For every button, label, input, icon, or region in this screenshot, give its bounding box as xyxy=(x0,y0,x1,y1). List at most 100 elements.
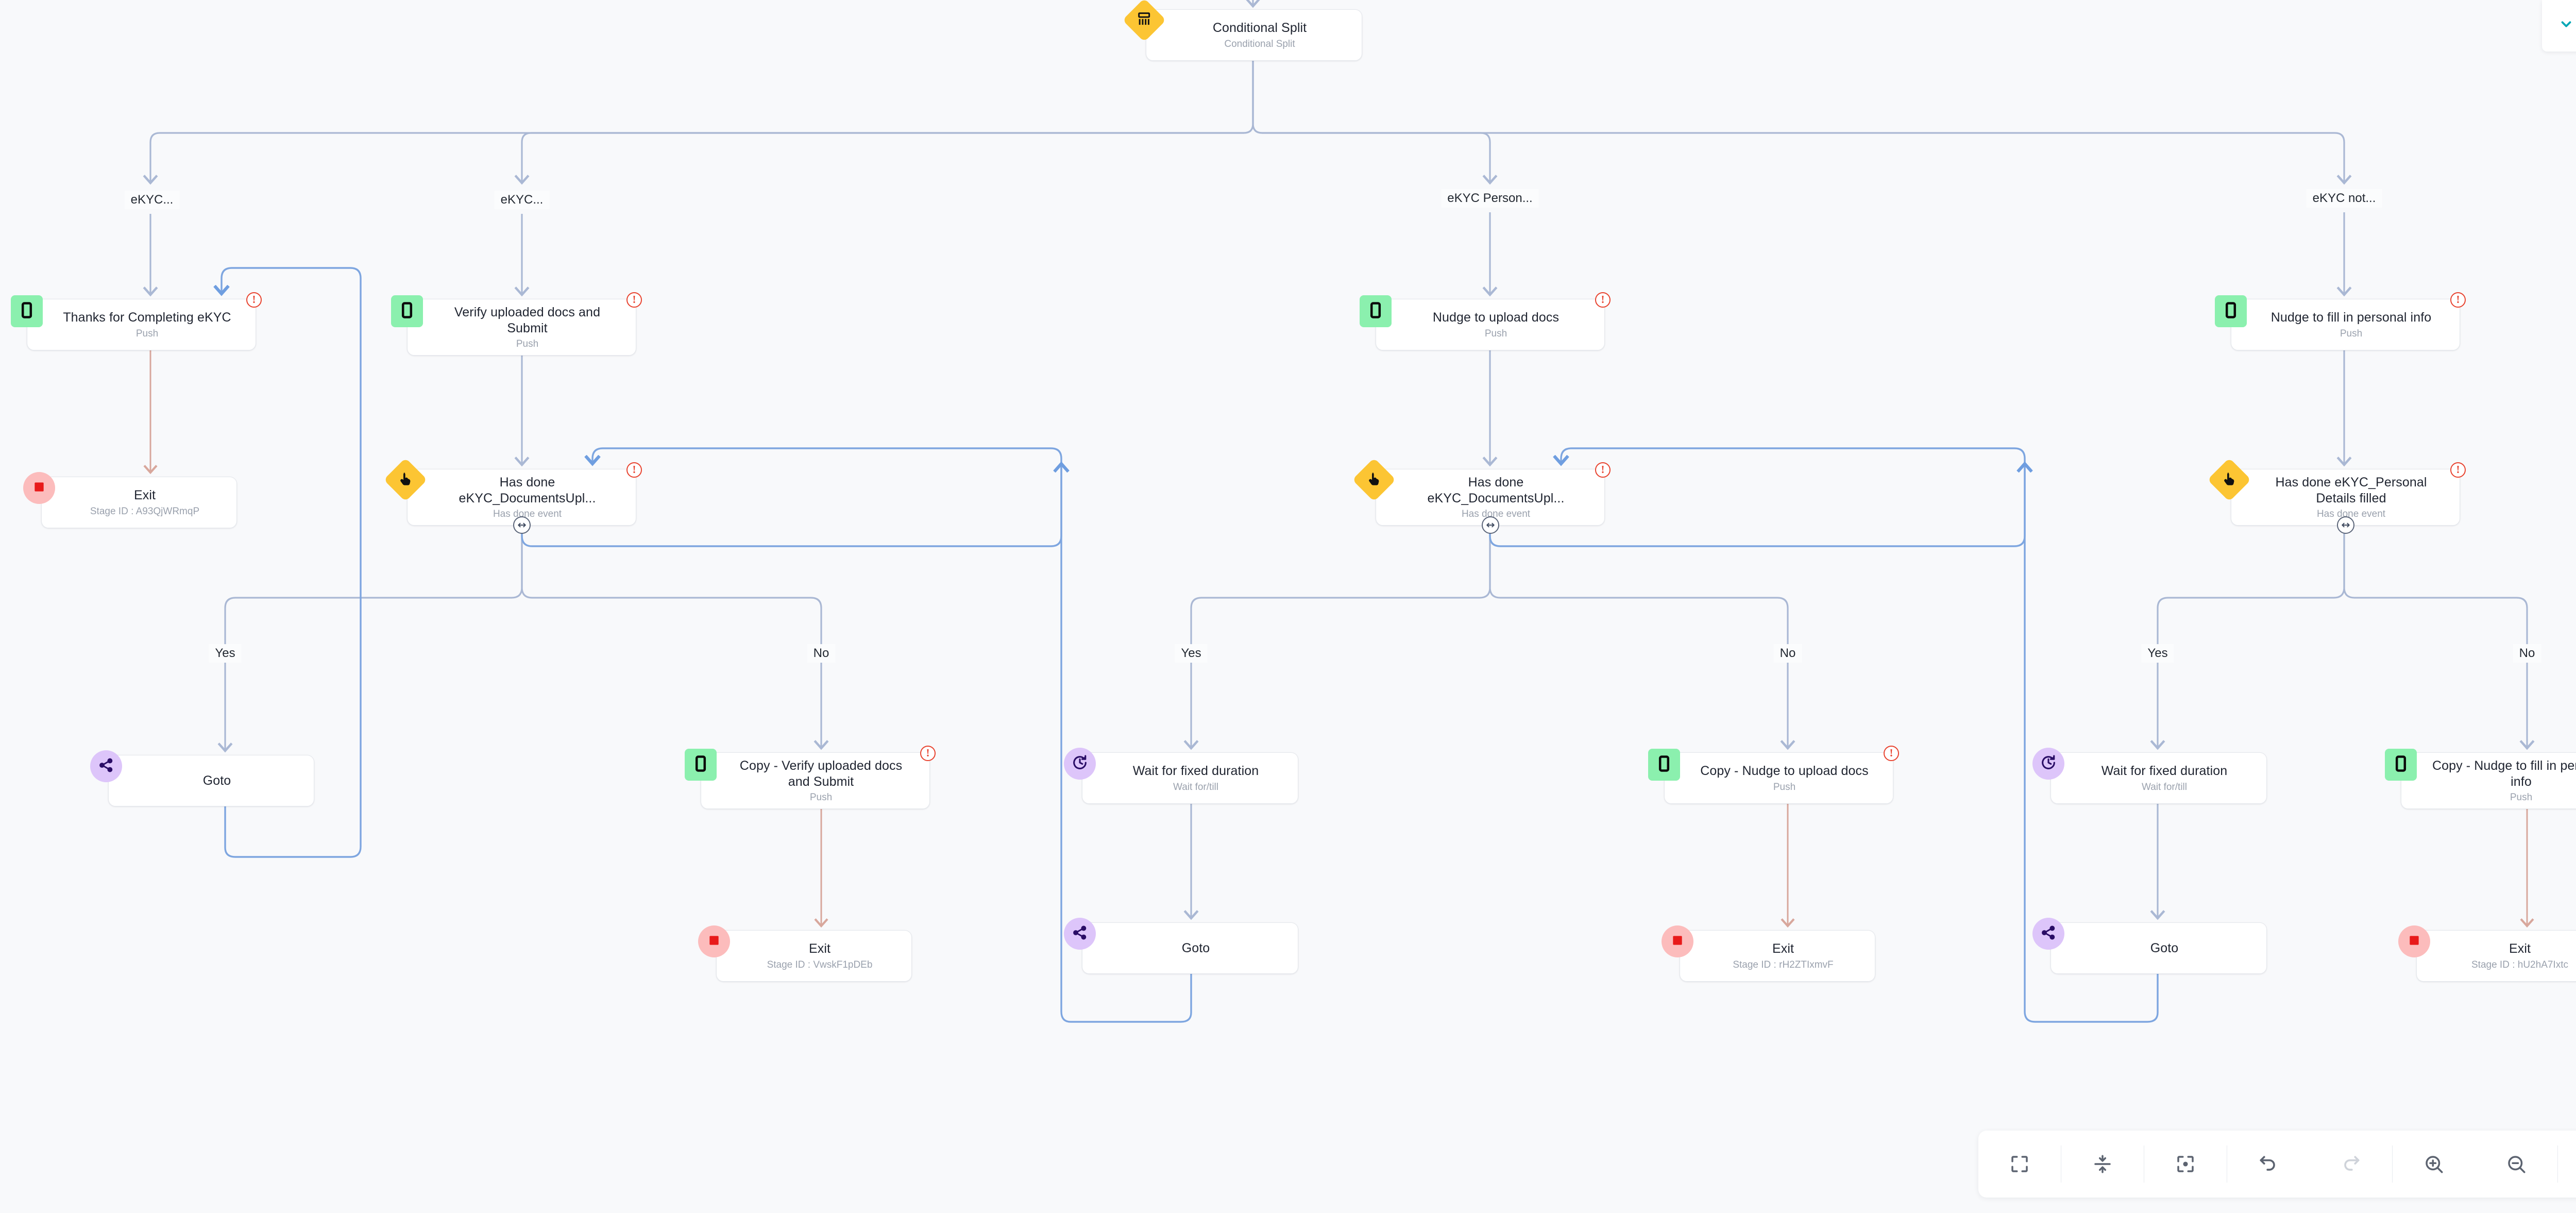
node-subtitle: Stage ID : VwskF1pDEb xyxy=(767,959,873,970)
node-subtitle: Has done event xyxy=(2316,509,2386,519)
edge-label-no-3: No xyxy=(2513,644,2541,663)
edge-label-yes-1: Yes xyxy=(209,644,242,663)
node-title: Conditional Split xyxy=(1212,21,1307,36)
node-has-done-docs-2[interactable]: Has done eKYC_DocumentsUpl...Has done ev… xyxy=(1352,458,1611,534)
node-subtitle: Stage ID : A93QjWRmqP xyxy=(90,506,200,517)
zoom-out-button[interactable] xyxy=(2475,1131,2557,1198)
vertical-align-button[interactable] xyxy=(2061,1131,2144,1198)
swap-arrows-icon[interactable] xyxy=(1481,516,1499,534)
chevron-down-icon[interactable] xyxy=(2558,16,2574,35)
tap-hand-icon xyxy=(2207,458,2251,502)
node-title: Exit xyxy=(2509,941,2531,956)
node-subtitle: Push xyxy=(2340,328,2363,339)
focus-selection-button[interactable] xyxy=(2144,1131,2227,1198)
mobile-push-icon xyxy=(2215,295,2247,327)
node-subtitle: Push xyxy=(1484,328,1507,339)
node-text: Goto xyxy=(2080,940,2249,956)
node-title: Has done eKYC_DocumentsUpl... xyxy=(459,475,596,506)
node-title: Verify uploaded docs and Submit xyxy=(454,305,601,335)
node-title: Copy - Nudge to upload docs xyxy=(1700,764,1869,779)
share-nodes-icon xyxy=(1064,918,1096,950)
node-text: Thanks for Completing eKYC Push xyxy=(56,310,238,340)
stop-square-icon xyxy=(698,925,730,957)
error-badge-icon[interactable]: ! xyxy=(2450,462,2466,478)
node-thanks-ekyc[interactable]: Thanks for Completing eKYC Push! xyxy=(11,292,262,350)
node-subtitle: Push xyxy=(516,339,539,349)
node-copy-nudge-personal-info[interactable]: Copy - Nudge to fill in personal infoPus… xyxy=(2385,749,2576,809)
error-badge-icon[interactable]: ! xyxy=(920,746,936,761)
node-subtitle: Push xyxy=(2510,792,2533,803)
errors-panel[interactable]: Errors (10) xyxy=(2542,0,2576,52)
stop-square-icon xyxy=(1662,925,1693,957)
node-subtitle: Push xyxy=(809,792,833,803)
canvas-toolbar[interactable] xyxy=(1978,1131,2576,1198)
zoom-in-button[interactable] xyxy=(2393,1131,2475,1198)
mobile-push-icon xyxy=(391,295,423,327)
node-has-done-docs-1[interactable]: Has done eKYC_DocumentsUpl...Has done ev… xyxy=(383,458,642,534)
error-badge-icon[interactable]: ! xyxy=(1595,292,1611,308)
node-subtitle: Stage ID : hU2hA7Ixtc xyxy=(2471,959,2568,970)
mobile-push-icon xyxy=(685,749,717,781)
edge-label-branch-2: eKYC... xyxy=(494,191,550,209)
edge-label-branch-4: eKYC not... xyxy=(2306,189,2382,208)
tap-hand-icon xyxy=(1352,458,1396,502)
node-text: Copy - Nudge to fill in personal infoPus… xyxy=(2430,758,2576,803)
undo-button[interactable] xyxy=(2227,1131,2310,1198)
node-subtitle: Wait for/till xyxy=(2142,781,2187,793)
edge-label-branch-1: eKYC... xyxy=(124,191,180,209)
error-badge-icon[interactable]: ! xyxy=(1595,462,1611,478)
node-title: Has done eKYC_DocumentsUpl... xyxy=(1427,475,1565,506)
tap-hand-icon xyxy=(383,458,428,502)
swap-arrows-icon[interactable] xyxy=(2336,516,2354,534)
node-title: Exit xyxy=(1772,941,1794,956)
node-goto-2[interactable]: Goto xyxy=(1064,918,1298,974)
mobile-push-icon xyxy=(2385,749,2417,781)
node-subtitle: Conditional Split xyxy=(1224,38,1295,49)
node-title: Thanks for Completing eKYC xyxy=(63,310,231,325)
conditional-split-icon xyxy=(1122,0,1166,42)
node-subtitle: Stage ID : rH2ZTIxmvF xyxy=(1733,959,1834,970)
clock-refresh-icon xyxy=(1064,748,1096,780)
node-goto-1[interactable]: Goto xyxy=(90,750,314,806)
node-goto-3[interactable]: Goto xyxy=(2032,918,2267,974)
node-subtitle: Push xyxy=(135,328,159,339)
error-badge-icon[interactable]: ! xyxy=(1884,746,1899,761)
redo-button[interactable] xyxy=(2310,1131,2392,1198)
node-text: Goto xyxy=(138,773,296,789)
node-title: Copy - Verify uploaded docs and Submit xyxy=(739,759,903,789)
fit-view-button[interactable] xyxy=(1978,1131,2061,1198)
error-badge-icon[interactable]: ! xyxy=(246,292,262,308)
minimap-button[interactable] xyxy=(2558,1131,2576,1198)
node-title: Wait for fixed duration xyxy=(2101,764,2228,779)
node-title: Exit xyxy=(808,941,831,956)
node-title: Nudge to fill in personal info xyxy=(2270,310,2432,325)
node-subtitle: Push xyxy=(1773,781,1796,793)
node-title: Exit xyxy=(133,488,156,503)
swap-arrows-icon[interactable] xyxy=(513,516,531,534)
error-badge-icon[interactable]: ! xyxy=(626,462,642,478)
error-badge-icon[interactable]: ! xyxy=(2450,292,2466,308)
node-text: Has done eKYC_DocumentsUpl...Has done ev… xyxy=(1405,475,1587,520)
error-badge-icon[interactable]: ! xyxy=(626,292,642,308)
